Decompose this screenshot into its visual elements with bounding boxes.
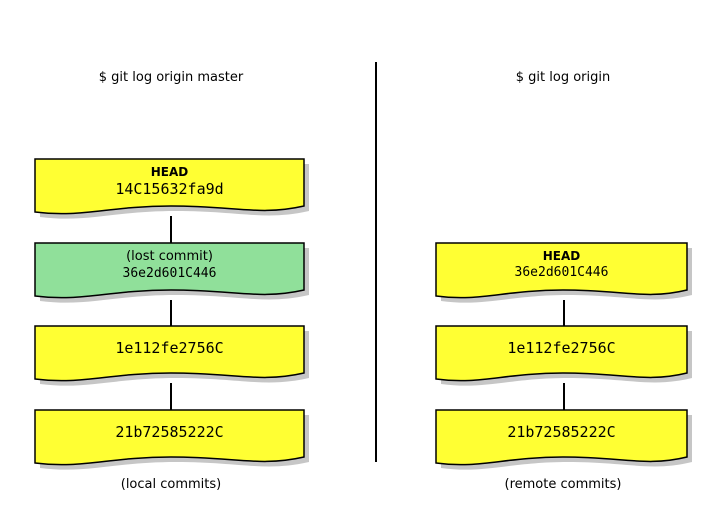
right-column-caption: (remote commits): [504, 477, 622, 492]
right-column-title: $ git log origin: [515, 70, 611, 85]
commit-21b72585222C-remote[interactable]: 21b72585222C: [435, 409, 692, 472]
commit-1e112fe2756C-remote[interactable]: 1e112fe2756C: [435, 325, 692, 388]
commit-head-remote[interactable]: HEAD 36e2d601C446: [435, 242, 692, 305]
commit-1e112fe2756C-local[interactable]: 1e112fe2756C: [34, 325, 309, 388]
commit-head-local[interactable]: HEAD 14C15632fa9d: [34, 158, 309, 221]
connector-remote-2: [563, 383, 565, 411]
connector-local-2: [170, 300, 172, 328]
connector-remote-1: [563, 300, 565, 328]
left-column-caption: (local commits): [120, 477, 222, 492]
connector-local-3: [170, 383, 172, 411]
commit-lost[interactable]: (lost commit) 36e2d601C446: [34, 242, 309, 305]
commit-21b72585222C-local[interactable]: 21b72585222C: [34, 409, 309, 472]
left-column-title: $ git log origin master: [98, 70, 244, 85]
column-divider: [375, 62, 377, 462]
connector-local-1: [170, 216, 172, 244]
